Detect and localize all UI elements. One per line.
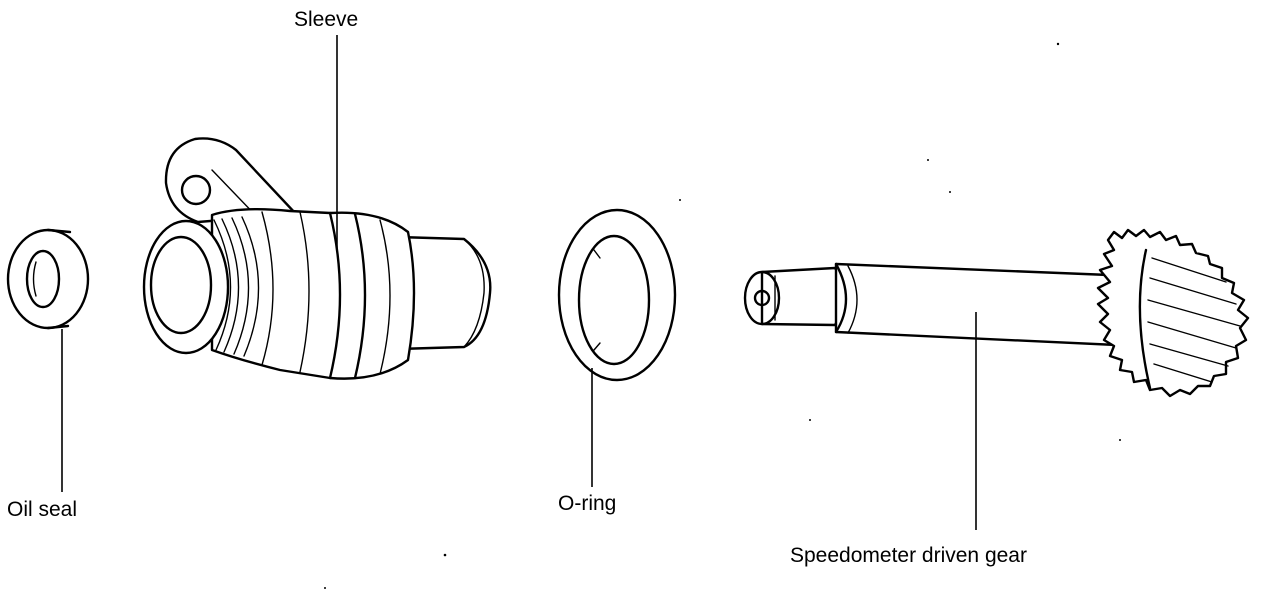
- oil-seal-part: [6, 228, 90, 330]
- oil-seal-label: Oil seal: [7, 498, 78, 521]
- sleeve-label: Sleeve: [294, 8, 359, 31]
- scan-specks: [324, 42, 1121, 589]
- speedometer-driven-gear-part: [743, 228, 1250, 398]
- speedometer-driven-gear-label: Speedometer driven gear: [790, 544, 1027, 567]
- o-ring-label: O-ring: [558, 492, 617, 515]
- o-ring-part: [557, 208, 677, 382]
- sleeve-part: [142, 137, 492, 380]
